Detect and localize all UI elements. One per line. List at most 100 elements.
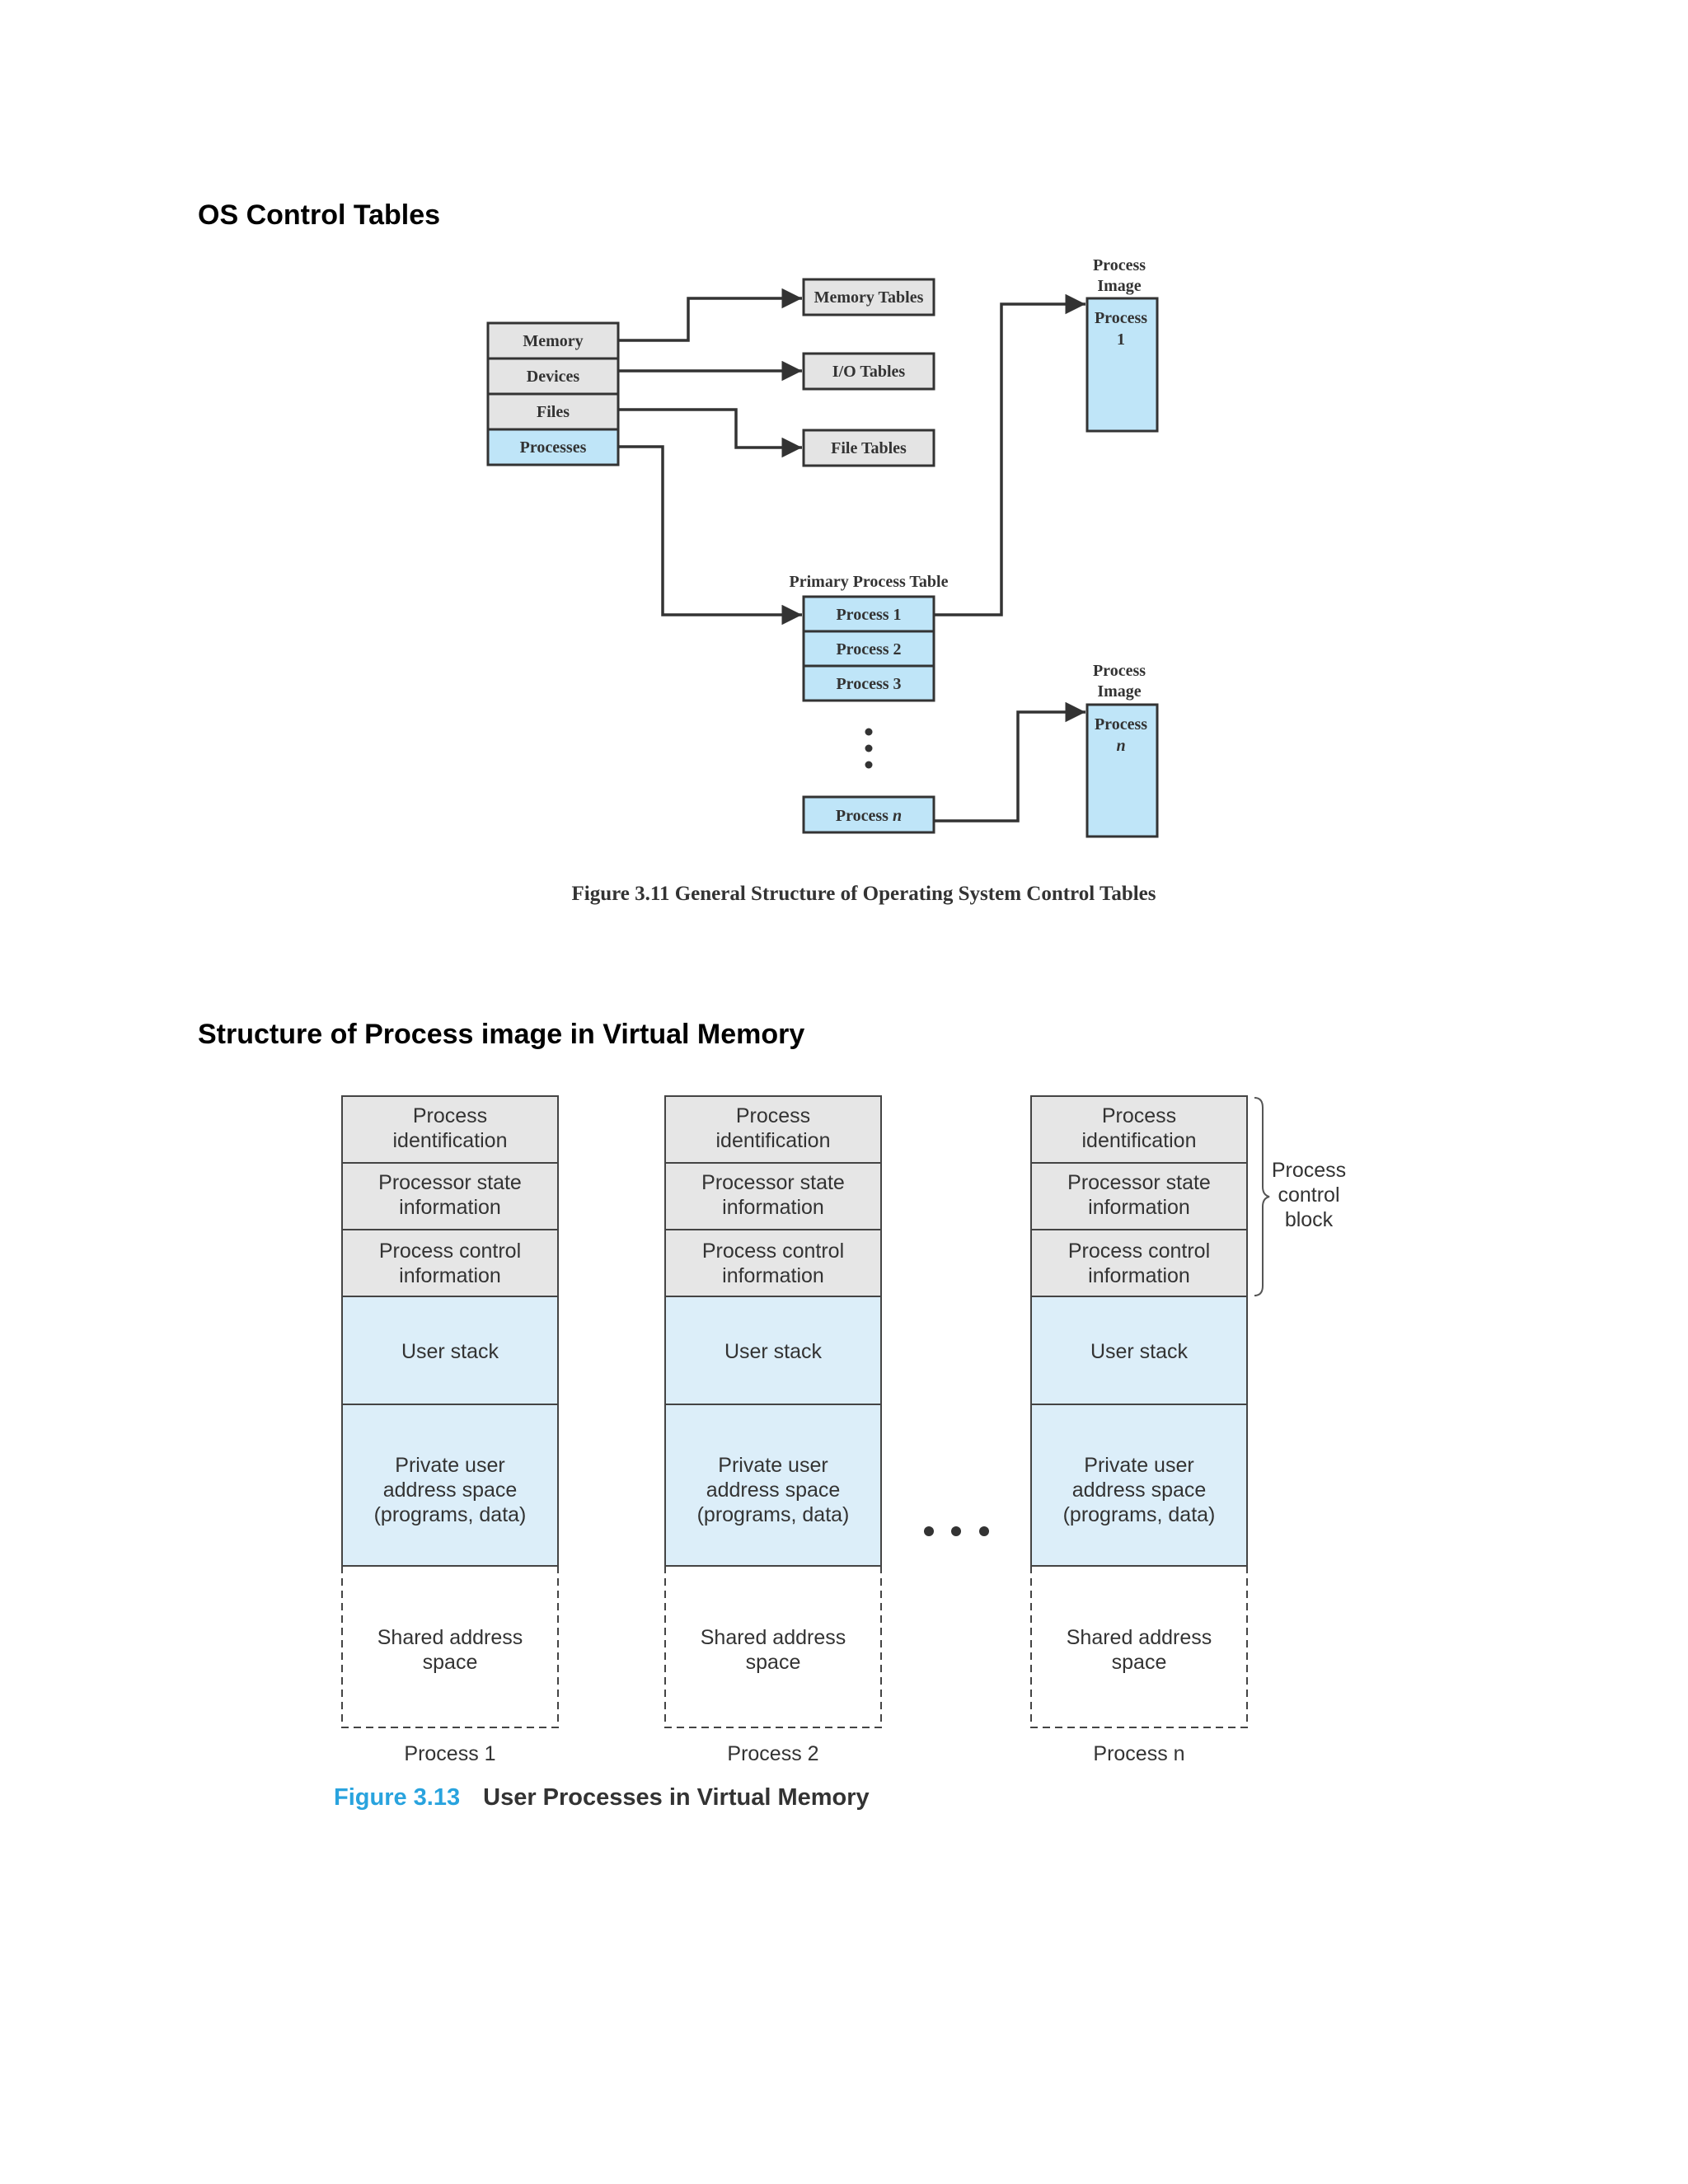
coln-state-line2: information (1088, 1196, 1190, 1219)
process-image-n-number: n (1116, 737, 1125, 755)
coln-process-identification-segment (1030, 1095, 1248, 1164)
process-column-n: Process identification Processor state i… (1030, 1095, 1248, 1765)
memory-tables-box (802, 278, 935, 316)
figure-3-13-user-processes: Process identification Processor state i… (334, 1095, 1346, 1811)
col2-process-name: Process 2 (727, 1742, 818, 1765)
coln-private-line3: (programs, data) (1063, 1503, 1216, 1526)
figure-3-11-control-tables: Memory Devices Files Processes Memory Ta… (486, 256, 1159, 905)
col2-id-line2: identification (716, 1129, 831, 1152)
figure-3-13-caption-number: Figure 3.13 (334, 1784, 460, 1811)
process-image-n-label-line2: Image (1097, 682, 1141, 701)
resource-files-box (486, 392, 620, 431)
resource-processes-box (486, 428, 620, 466)
primary-row-process-3 (802, 664, 935, 702)
pcb-label-line2: control (1278, 1183, 1339, 1207)
coln-user-stack-label: User stack (1090, 1340, 1189, 1363)
process-image-1-label-line2: Image (1097, 277, 1141, 295)
memory-tables-label: Memory Tables (814, 288, 924, 307)
col2-shared-address-segment (664, 1566, 882, 1728)
file-tables-label: File Tables (831, 439, 907, 457)
arrow-processes-to-primary-table (618, 445, 802, 626)
process-image-1-number: 1 (1117, 330, 1125, 349)
resource-devices-box (486, 357, 620, 396)
primary-row-process-2-label: Process 2 (836, 640, 901, 658)
coln-private-address-segment (1030, 1404, 1248, 1567)
col1-process-name: Process 1 (404, 1742, 495, 1765)
process-column-1: Process identification Processor state i… (341, 1095, 559, 1765)
col1-shared-address-segment (341, 1566, 559, 1728)
col2-shared-line1: Shared address (701, 1626, 846, 1649)
col2-id-line1: Process (736, 1104, 810, 1127)
primary-row-process-1-label: Process 1 (836, 606, 901, 624)
coln-private-line1: Private user (1084, 1454, 1193, 1477)
coln-private-line2: address space (1072, 1479, 1207, 1502)
col1-control-line2: information (399, 1264, 501, 1287)
table-boxes (802, 278, 935, 467)
coln-shared-line1: Shared address (1067, 1626, 1212, 1649)
col1-private-line1: Private user (395, 1454, 504, 1477)
col1-shared-line1: Shared address (377, 1626, 523, 1649)
connector-lines (618, 288, 1085, 823)
figure-3-13-caption-text: User Processes in Virtual Memory (483, 1784, 870, 1811)
process-image-n-title: Process (1095, 715, 1147, 733)
coln-process-name: Process n (1093, 1742, 1184, 1765)
coln-id-line2: identification (1082, 1129, 1197, 1152)
io-tables-label: I/O Tables (832, 363, 906, 381)
col2-state-line1: Processor state (701, 1171, 845, 1194)
ellipsis-horizontal (924, 1526, 989, 1536)
process-image-n-label-line1: Process (1093, 662, 1146, 680)
col2-state-line2: information (722, 1196, 824, 1219)
primary-row-process-1 (802, 595, 935, 633)
pcb-brace (1254, 1097, 1270, 1296)
figure-3-11-caption: Figure 3.11 General Structure of Operati… (571, 883, 1156, 905)
col2-control-line1: Process control (702, 1240, 844, 1263)
coln-process-control-segment (1030, 1229, 1248, 1297)
coln-id-line1: Process (1102, 1104, 1176, 1127)
heading-process-image-virtual-memory: Structure of Process image in Virtual Me… (198, 1019, 805, 1050)
arrow-process-n-to-image (934, 701, 1085, 823)
process-image-1-box (1085, 297, 1159, 433)
process-image-1-title: Process (1095, 309, 1147, 327)
pcb-label-line1: Process (1272, 1159, 1346, 1182)
arrow-process-1-to-image (934, 293, 1085, 616)
process-image-1-label-line1: Process (1093, 256, 1146, 274)
col2-private-line1: Private user (718, 1454, 828, 1477)
col1-state-line2: information (399, 1196, 501, 1219)
col2-private-line2: address space (706, 1479, 841, 1502)
primary-row-process-n-label: Process n (836, 807, 902, 825)
ellipsis-vertical (865, 728, 873, 769)
heading-os-control-tables: OS Control Tables (198, 199, 441, 231)
primary-row-process-n (802, 795, 935, 834)
resource-memory-label: Memory (523, 332, 583, 350)
resource-processes-label: Processes (520, 438, 587, 457)
coln-control-line1: Process control (1068, 1240, 1210, 1263)
io-tables-box (802, 352, 935, 391)
primary-row-process-3-label: Process 3 (836, 675, 901, 693)
coln-state-line1: Processor state (1067, 1171, 1211, 1194)
coln-shared-line2: space (1112, 1651, 1167, 1674)
col1-process-control-segment (341, 1229, 559, 1297)
col1-id-line2: identification (393, 1129, 508, 1152)
coln-shared-address-segment (1030, 1566, 1248, 1728)
primary-process-table (802, 595, 935, 834)
col2-private-line3: (programs, data) (697, 1503, 850, 1526)
pcb-label-line3: block (1285, 1208, 1334, 1231)
coln-control-line2: information (1088, 1264, 1190, 1287)
col1-shared-line2: space (423, 1651, 478, 1674)
col2-shared-line2: space (746, 1651, 801, 1674)
col1-user-stack-segment (341, 1296, 559, 1405)
arrow-memory-to-memory-tables (618, 288, 802, 342)
arrow-files-to-file-tables (618, 408, 802, 458)
coln-user-stack-segment (1030, 1296, 1248, 1405)
col1-id-line1: Process (413, 1104, 487, 1127)
col2-user-stack-label: User stack (724, 1340, 823, 1363)
resource-files-label: Files (537, 403, 570, 421)
col1-private-line3: (programs, data) (374, 1503, 527, 1526)
file-tables-box (802, 429, 935, 467)
col2-private-address-segment (664, 1404, 882, 1567)
col1-user-stack-label: User stack (401, 1340, 499, 1363)
col2-user-stack-segment (664, 1296, 882, 1405)
coln-processor-state-segment (1030, 1162, 1248, 1230)
primary-process-table-label: Primary Process Table (790, 573, 949, 591)
